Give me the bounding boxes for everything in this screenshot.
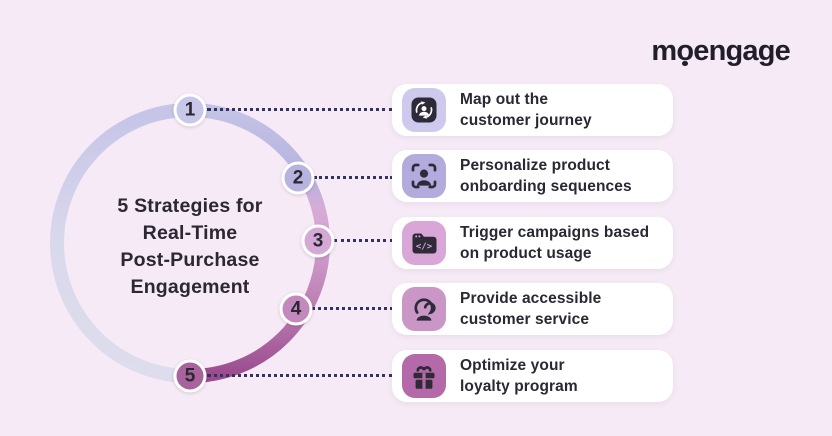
connector-line-5 <box>207 374 393 377</box>
strategy-text: Trigger campaigns based on product usage <box>460 224 650 262</box>
logo-text: moengage <box>651 35 790 67</box>
connector-line-3 <box>334 239 393 242</box>
title-line: Real-Time <box>142 222 238 244</box>
connector-line-2 <box>314 176 393 179</box>
step-badge-1: 1 <box>173 93 207 127</box>
step-number: 1 <box>184 99 196 120</box>
title-line: Engagement <box>130 276 250 298</box>
gift-icon <box>402 354 446 398</box>
strategy-card-5: Optimize your loyalty program <box>392 350 673 402</box>
step-badge-3: 3 <box>301 224 335 258</box>
strategy-text: Map out the customer journey <box>460 91 592 129</box>
svg-text:</>: </> <box>416 242 433 252</box>
step-badge-2: 2 <box>281 161 315 195</box>
connector-line-4 <box>312 307 393 310</box>
strategy-text: Optimize your loyalty program <box>460 357 578 395</box>
personalize-face-scan-icon <box>402 154 446 198</box>
step-number: 2 <box>292 167 304 188</box>
customer-journey-loop-icon <box>402 88 446 132</box>
code-folder-icon: </> <box>402 221 446 265</box>
ring-left-arc <box>50 103 191 383</box>
strategy-card-3: </> Trigger campaigns based on product u… <box>392 217 673 269</box>
moengage-logo: moengage <box>651 35 791 67</box>
connector-line-1 <box>207 108 393 111</box>
step-badge-4: 4 <box>279 292 313 326</box>
step-number: 4 <box>290 298 302 319</box>
title-line: Post-Purchase <box>120 249 260 271</box>
strategy-card-1: Map out the customer journey <box>392 84 673 136</box>
title-line: 5 Strategies for <box>117 195 263 217</box>
step-number: 3 <box>312 230 324 251</box>
strategy-card-4: Provide accessible customer service <box>392 283 673 335</box>
step-number: 5 <box>184 365 196 386</box>
strategy-text: Provide accessible customer service <box>460 290 602 328</box>
step-badge-5: 5 <box>173 359 207 393</box>
strategy-card-2: Personalize product onboarding sequences <box>392 150 673 202</box>
logo-o-dot-icon <box>682 61 688 66</box>
diagram-title: 5 Strategies for Real-Time Post-Purchase… <box>88 193 292 301</box>
support-agent-icon <box>402 287 446 331</box>
strategy-text: Personalize product onboarding sequences <box>460 157 632 195</box>
